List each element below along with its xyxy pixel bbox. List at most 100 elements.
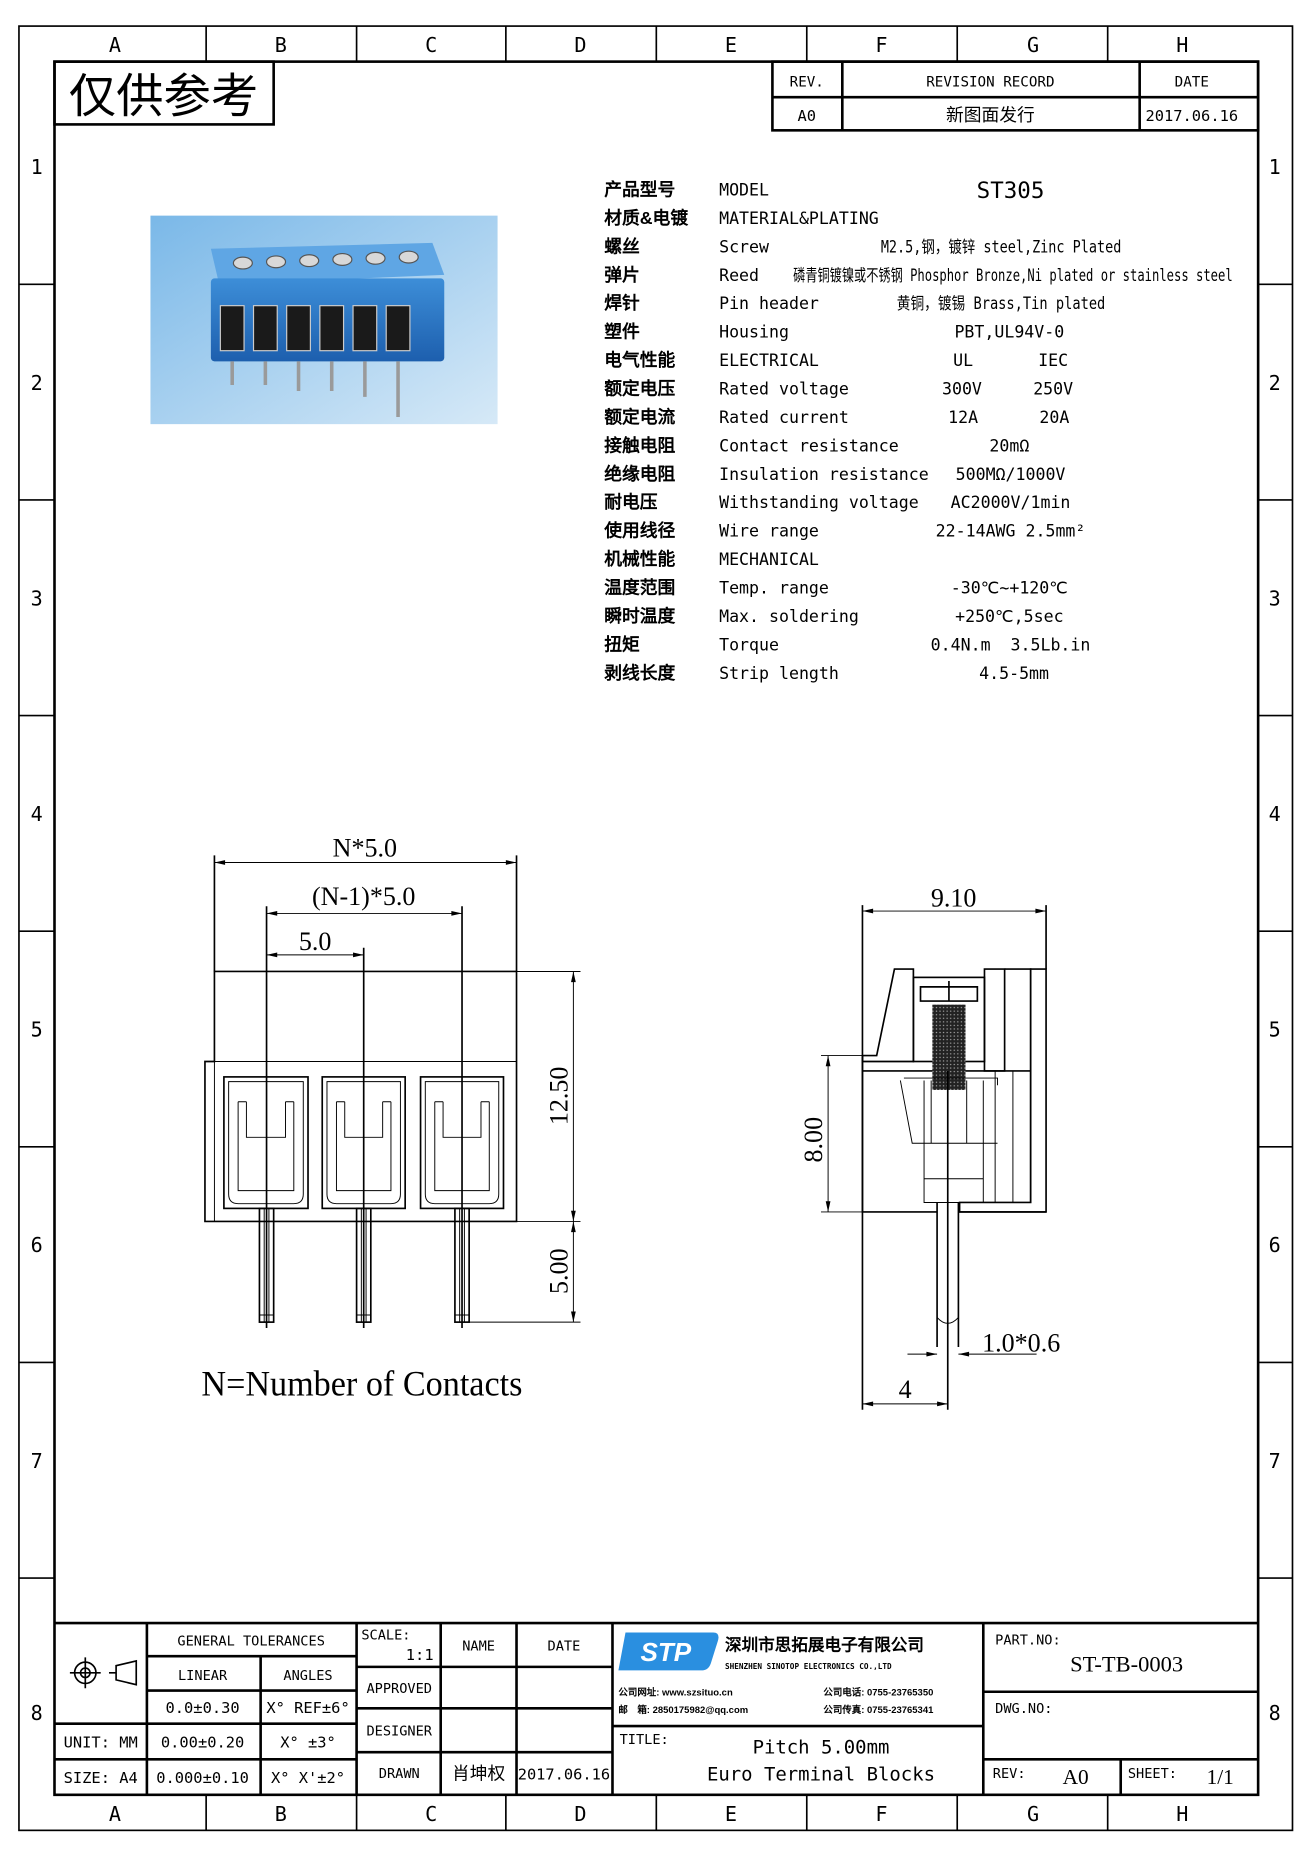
- angles-label: ANGLES: [283, 1668, 332, 1684]
- zone-col-c: C: [425, 33, 437, 57]
- drawn-date: 2017.06.16: [518, 1765, 610, 1783]
- dim-side-width: 9.10: [931, 883, 977, 912]
- spec-en: Housing: [719, 323, 789, 342]
- title-line-1: Pitch 5.00mm: [753, 1736, 890, 1758]
- title-block: GENERAL TOLERANCES LINEAR ANGLES 0.0±0.3…: [54, 1621, 1259, 1795]
- company-web: 公司网址: www.szsituo.cn: [618, 1686, 733, 1698]
- spec-row-housing: 塑件 Housing PBT,UL94V-0: [604, 321, 1064, 342]
- spec-cn: 螺丝: [604, 235, 640, 256]
- company-name-en: SHENZHEN SINOTOP ELECTRONICS CO.,LTD: [725, 1662, 892, 1671]
- stamp-text: 仅供参考: [69, 71, 259, 124]
- zone-col-a: A: [109, 33, 121, 57]
- sheet-label: SHEET:: [1128, 1766, 1177, 1782]
- zone-col-g: G: [1027, 1802, 1039, 1826]
- linear-label: LINEAR: [178, 1668, 228, 1684]
- spec-cn: 耐电压: [604, 491, 658, 512]
- spec-iec: 250V: [1033, 380, 1073, 399]
- spec-row-screw: 螺丝 Screw M2.5,钢，镀锌 steel,Zinc Plated: [604, 235, 1121, 256]
- spec-en: Max. soldering: [719, 607, 859, 626]
- revision-header-record: REVISION RECORD: [926, 75, 1054, 91]
- linear-tolerance: 0.00±0.20: [161, 1733, 244, 1751]
- spec-cn: 电气性能: [604, 349, 675, 370]
- company-logo: STP: [618, 1632, 719, 1671]
- rev-value: A0: [1063, 1765, 1089, 1789]
- dim-pin-size: 1.0*0.6: [982, 1329, 1060, 1358]
- spec-cn: 温度范围: [604, 577, 675, 598]
- spec-row-electrical: 电气性能 ELECTRICAL UL IEC: [604, 349, 1068, 370]
- zone-row-2: 2: [31, 371, 43, 395]
- part-no-label: PART.NO:: [995, 1632, 1061, 1648]
- spec-en: Torque: [719, 635, 779, 654]
- zone-col-h: H: [1176, 33, 1188, 57]
- spec-row-model: 产品型号 MODEL ST305: [604, 178, 1044, 204]
- spec-value: M2.5,钢，镀锌 steel,Zinc Plated: [881, 237, 1121, 256]
- logo-text: STP: [640, 1637, 691, 1667]
- zone-row-labels: 1 2 3 4 5 6 7 8 1 2 3 4 5 6 7 8: [31, 155, 1281, 1725]
- spec-en: ELECTRICAL: [719, 351, 819, 370]
- zone-column-labels: A B C D E F G H A B C D E F G H: [109, 33, 1189, 1826]
- company-email: 邮 箱: 2850175982@qq.com: [618, 1704, 748, 1716]
- company-name-cn: 深圳市思拓展电子有限公司: [725, 1634, 924, 1654]
- spec-row-temp-range: 温度范围 Temp. range -30℃~+120℃: [604, 577, 1068, 598]
- sheet-value: 1/1: [1207, 1765, 1234, 1789]
- zone-dividers: [18, 26, 1293, 1831]
- spec-value: 4.5-5mm: [979, 664, 1049, 683]
- contacts-note: N=Number of Contacts: [201, 1364, 522, 1404]
- spec-ul: 12A: [948, 408, 978, 427]
- spec-value: ST305: [977, 178, 1045, 204]
- spec-cn: 接触电阻: [604, 434, 675, 455]
- spec-cn: 使用线径: [603, 520, 675, 541]
- spec-cn: 剥线长度: [604, 662, 675, 683]
- spec-en: Rated current: [719, 408, 849, 427]
- spec-row-rated-voltage: 额定电压 Rated voltage 300V 250V: [604, 378, 1073, 399]
- spec-en: Withstanding voltage: [719, 493, 919, 512]
- zone-col-e: E: [725, 33, 737, 57]
- dim-body-height: 12.50: [544, 1067, 573, 1126]
- zone-col-g: G: [1027, 33, 1039, 57]
- spec-row-wire-range: 使用线径 Wire range 22-14AWG 2.5mm²: [603, 520, 1085, 541]
- spec-en: MECHANICAL: [719, 550, 819, 569]
- scale-label: SCALE:: [361, 1628, 410, 1644]
- zone-col-d: D: [574, 33, 586, 57]
- date-header: DATE: [548, 1638, 581, 1654]
- zone-row-4: 4: [1269, 802, 1281, 826]
- angle-tolerance: X° ±3°: [280, 1733, 336, 1751]
- spec-en: Screw: [719, 237, 769, 256]
- front-view-drawing: N*5.0 (N-1)*5.0 5.0 12.50 5.00 N=Number …: [201, 834, 581, 1404]
- zone-col-f: F: [875, 1802, 887, 1826]
- spec-en: Strip length: [719, 664, 839, 683]
- spec-row-material: 材质&电镀 MATERIAL&PLATING: [604, 207, 879, 228]
- spec-cn: 焊针: [604, 292, 640, 313]
- designer-label: DESIGNER: [366, 1724, 432, 1740]
- zone-row-5: 5: [1269, 1018, 1281, 1042]
- spec-value: 20mΩ: [989, 436, 1029, 455]
- zone-row-5: 5: [31, 1018, 43, 1042]
- title-label: TITLE:: [620, 1732, 669, 1748]
- side-view-drawing: 9.10 8.00 1.0*0.6 4: [799, 883, 1060, 1410]
- drawn-name: 肖坤权: [452, 1763, 506, 1783]
- zone-row-4: 4: [31, 802, 43, 826]
- dim-pitch: 5.0: [299, 927, 332, 956]
- revision-header-rev: REV.: [790, 75, 824, 91]
- spec-en: Reed: [719, 266, 759, 285]
- spec-value: 磷青铜镀镍或不锈钢 Phosphor Bronze,Ni plated or s…: [793, 266, 1233, 285]
- spec-cn: 材质&电镀: [604, 207, 688, 228]
- spec-cn: 额定电压: [604, 378, 675, 399]
- zone-row-6: 6: [31, 1233, 43, 1257]
- spec-iec: 20A: [1039, 408, 1069, 427]
- dim-span: (N-1)*5.0: [312, 882, 415, 911]
- dim-side-height: 8.00: [799, 1117, 828, 1163]
- projection-symbol-icon: [69, 1657, 138, 1689]
- dim-pin-offset: 4: [899, 1375, 912, 1404]
- zone-col-d: D: [574, 1802, 586, 1826]
- reference-only-stamp: 仅供参考: [53, 60, 275, 126]
- spec-cn: 弹片: [604, 264, 640, 285]
- spec-row-strip-length: 剥线长度 Strip length 4.5-5mm: [604, 662, 1049, 683]
- spec-cn: 扭矩: [604, 633, 640, 654]
- zone-row-3: 3: [31, 586, 43, 610]
- spec-value: 黄铜，镀锡 Brass,Tin plated: [897, 294, 1106, 313]
- zone-col-a: A: [109, 1802, 121, 1826]
- spec-row-insulation-resistance: 绝缘电阻 Insulation resistance 500MΩ/1000V: [604, 463, 1065, 484]
- revision-rev: A0: [797, 107, 816, 125]
- spec-cn: 绝缘电阻: [604, 463, 675, 484]
